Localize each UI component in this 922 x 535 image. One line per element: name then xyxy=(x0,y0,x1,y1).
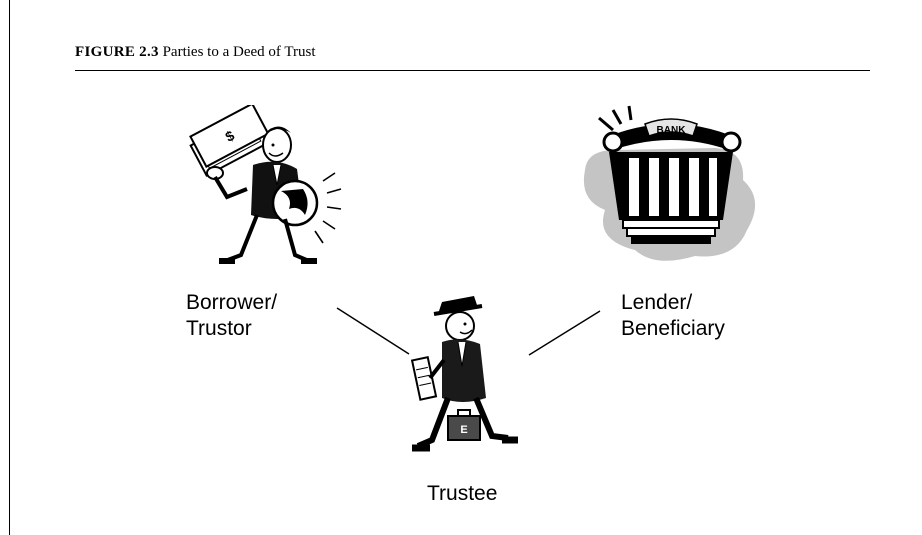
figure-number: FIGURE 2.3 xyxy=(75,44,159,60)
trustee-label-text: Trustee xyxy=(427,482,498,505)
figure-frame xyxy=(9,0,922,535)
caption-rule xyxy=(75,70,870,71)
lender-trustee-connector xyxy=(528,310,601,356)
borrower-label: Borrower/ Trustor xyxy=(186,290,277,342)
borrower-icon: $ $ xyxy=(189,105,342,264)
lender-label-line1: Lender/ xyxy=(621,291,693,314)
borrower-label-line1: Borrower/ xyxy=(186,291,278,314)
figure-caption: FIGURE 2.3 Parties to a Deed of Trust xyxy=(75,44,316,61)
trustee-label: Trustee xyxy=(427,481,497,507)
borrower-trustee-connector xyxy=(336,307,410,355)
borrower-label-line2: Trustor xyxy=(186,317,252,340)
lender-label: Lender/ Beneficiary xyxy=(621,290,725,342)
trustee-icon: E xyxy=(410,296,518,452)
lender-label-line2: Beneficiary xyxy=(621,317,725,340)
bank-icon: BANK xyxy=(583,105,756,261)
figure-title: Parties to a Deed of Trust xyxy=(162,44,316,60)
briefcase-mark: E xyxy=(460,424,467,436)
bank-sign-text: BANK xyxy=(657,125,687,136)
